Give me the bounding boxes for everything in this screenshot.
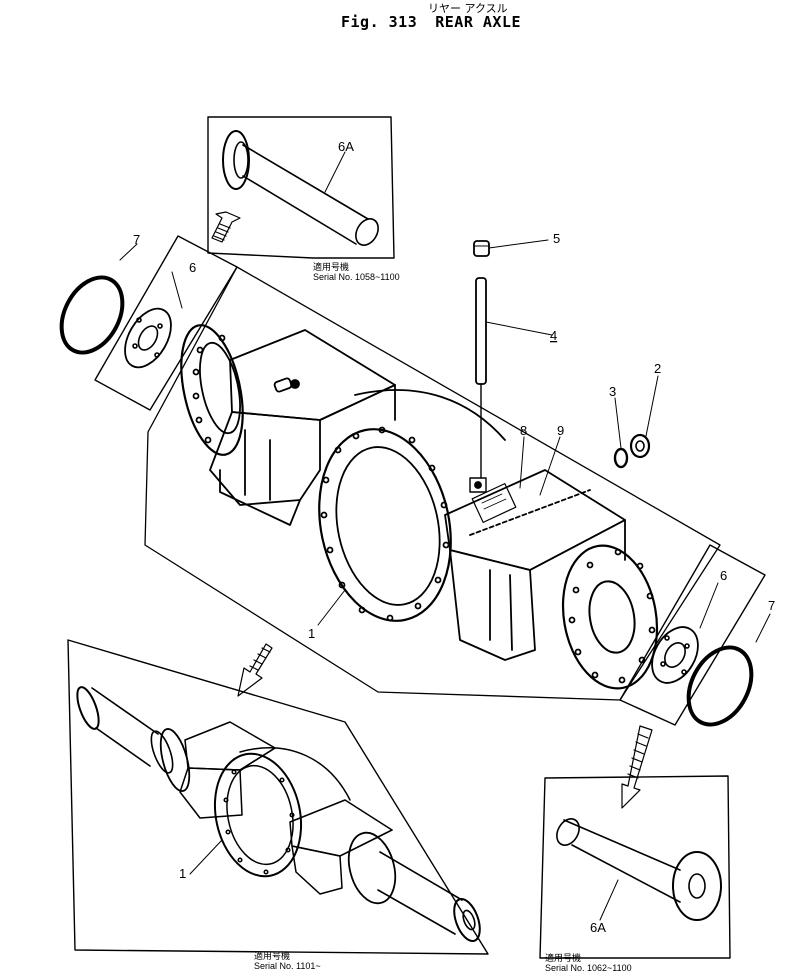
axle-housing-small xyxy=(159,721,397,905)
serial-note-top-jp: 適用号機 xyxy=(313,262,350,272)
title-katakana: リヤー アクスル xyxy=(428,2,508,15)
detail-box-bottom-left xyxy=(67,639,489,955)
serial-note-bottom-left-text: Serial No. 1101~ xyxy=(254,961,321,971)
callout-8: 8 xyxy=(520,423,527,438)
hatched-arrow-down-right xyxy=(621,725,653,809)
callout-5: 5 xyxy=(553,231,560,246)
callout-1-main: 1 xyxy=(308,626,315,641)
callout-9: 9 xyxy=(557,423,564,438)
callout-7-right: 7 xyxy=(768,598,775,613)
serial-note-bottom-right: 適用号機 Serial No. 1062~1100 xyxy=(545,953,632,973)
serial-note-top: 適用号機 Serial No. 1058~1100 xyxy=(313,262,400,282)
serial-note-bottom-left: 適用号機 Serial No. 1101~ xyxy=(254,951,321,971)
axle-housing-main xyxy=(180,324,659,690)
shim-panel-right xyxy=(619,544,766,726)
main-assembly-frame xyxy=(144,266,721,701)
hatched-arrow-up xyxy=(211,211,241,243)
callout-6A-bottom: 6A xyxy=(590,920,606,935)
callout-6-right: 6 xyxy=(720,568,727,583)
callout-6-left: 6 xyxy=(189,260,196,275)
o-ring-7-right xyxy=(686,645,754,727)
serial-note-bottom-right-text: Serial No. 1062~1100 xyxy=(545,963,632,973)
serial-note-top-text: Serial No. 1058~1100 xyxy=(313,272,400,282)
figure-number: Fig. 313 xyxy=(341,13,418,31)
callout-2: 2 xyxy=(654,361,661,376)
axle-shaft-right xyxy=(377,851,481,943)
washer-3 xyxy=(613,447,629,469)
figure-name: REAR AXLE xyxy=(435,13,522,31)
plug-2 xyxy=(629,433,651,459)
callout-6A-top: 6A xyxy=(338,139,354,154)
serial-note-bottom-left-jp: 適用号機 xyxy=(254,951,291,961)
breather-cap-5 xyxy=(473,240,490,257)
shaft-6A-bottom xyxy=(556,818,722,921)
callout-7-left: 7 xyxy=(133,232,140,247)
hatched-arrow-down-left xyxy=(237,643,273,697)
figure-title: Fig. 313 REAR AXLE xyxy=(341,13,521,31)
callout-3: 3 xyxy=(609,384,616,399)
callout-1-bottom: 1 xyxy=(179,866,186,881)
o-ring-7-left xyxy=(59,275,125,355)
breather-tube-4 xyxy=(475,277,487,479)
serial-note-bottom-right-jp: 適用号機 xyxy=(545,953,582,963)
shaft-6A-top xyxy=(222,130,379,246)
callout-4: 4 xyxy=(550,328,557,343)
detail-box-top-6A xyxy=(207,116,395,259)
axle-shaft-left xyxy=(76,686,174,774)
detail-box-bottom-right xyxy=(539,775,731,959)
